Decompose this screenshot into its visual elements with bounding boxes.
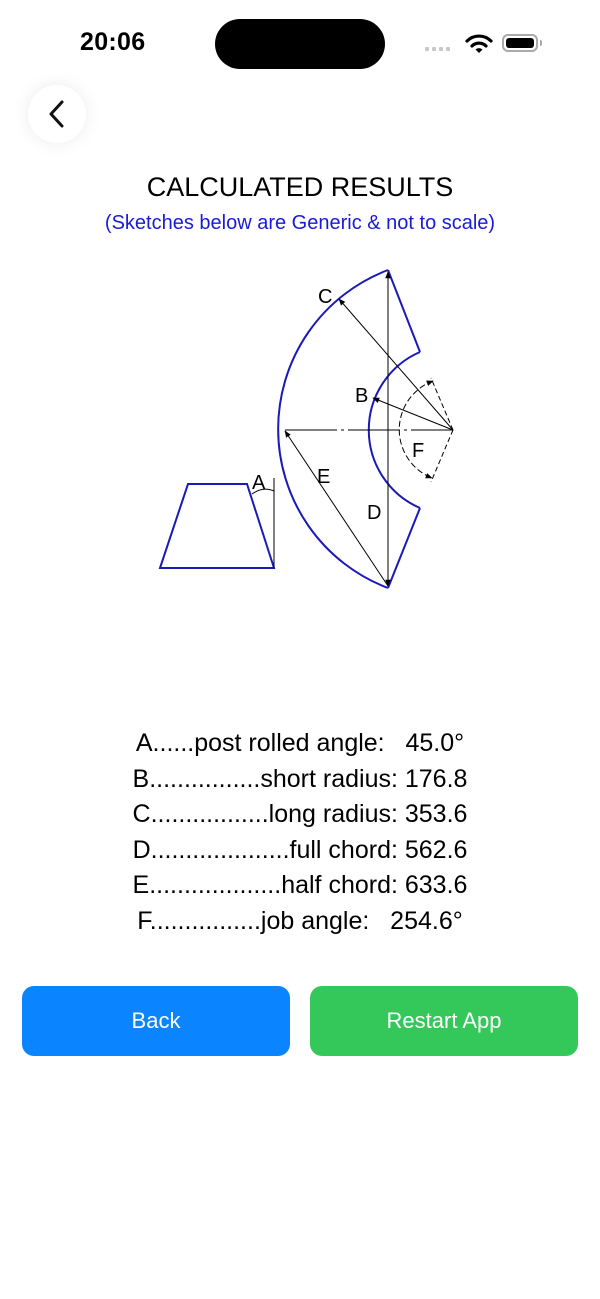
results-list: A......post rolled angle: 45.0° B.......… bbox=[0, 726, 600, 939]
label-f: F bbox=[412, 440, 424, 462]
label-e: E bbox=[317, 466, 330, 488]
result-row-c: C.................long radius: 353.6 bbox=[132, 800, 468, 828]
label-c: C bbox=[318, 286, 332, 308]
label-d: D bbox=[367, 502, 381, 524]
cellular-signal-icon bbox=[425, 47, 450, 51]
result-row-d: D....................full chord: 562.6 bbox=[132, 835, 468, 864]
wifi-icon bbox=[465, 34, 493, 53]
battery-tip bbox=[540, 40, 542, 46]
status-bar: 20:06 bbox=[0, 0, 600, 80]
label-b: B bbox=[355, 385, 368, 407]
back-button[interactable]: Back bbox=[22, 986, 290, 1056]
result-row-e: E...................half chord: 633.6 bbox=[132, 871, 468, 899]
result-row-a: A......post rolled angle: 45.0° bbox=[135, 729, 465, 757]
label-a: A bbox=[252, 472, 266, 494]
battery-icon bbox=[502, 34, 538, 52]
sector-sketch bbox=[277, 269, 454, 589]
calculation-sketch: A B C D E F bbox=[158, 269, 454, 589]
page-title: CALCULATED RESULTS bbox=[146, 172, 454, 202]
trapezoid-sketch bbox=[158, 478, 276, 569]
nav-back-button[interactable] bbox=[28, 85, 86, 143]
status-time: 20:06 bbox=[80, 28, 146, 56]
result-row-f: F................job angle: 254.6° bbox=[137, 906, 463, 935]
result-row-b: B................short radius: 176.8 bbox=[132, 764, 468, 793]
restart-app-button[interactable]: Restart App bbox=[310, 986, 578, 1056]
page-subtitle: (Sketches below are Generic & not to sca… bbox=[104, 212, 496, 234]
dynamic-island bbox=[215, 19, 385, 69]
chevron-left-icon bbox=[49, 100, 64, 128]
